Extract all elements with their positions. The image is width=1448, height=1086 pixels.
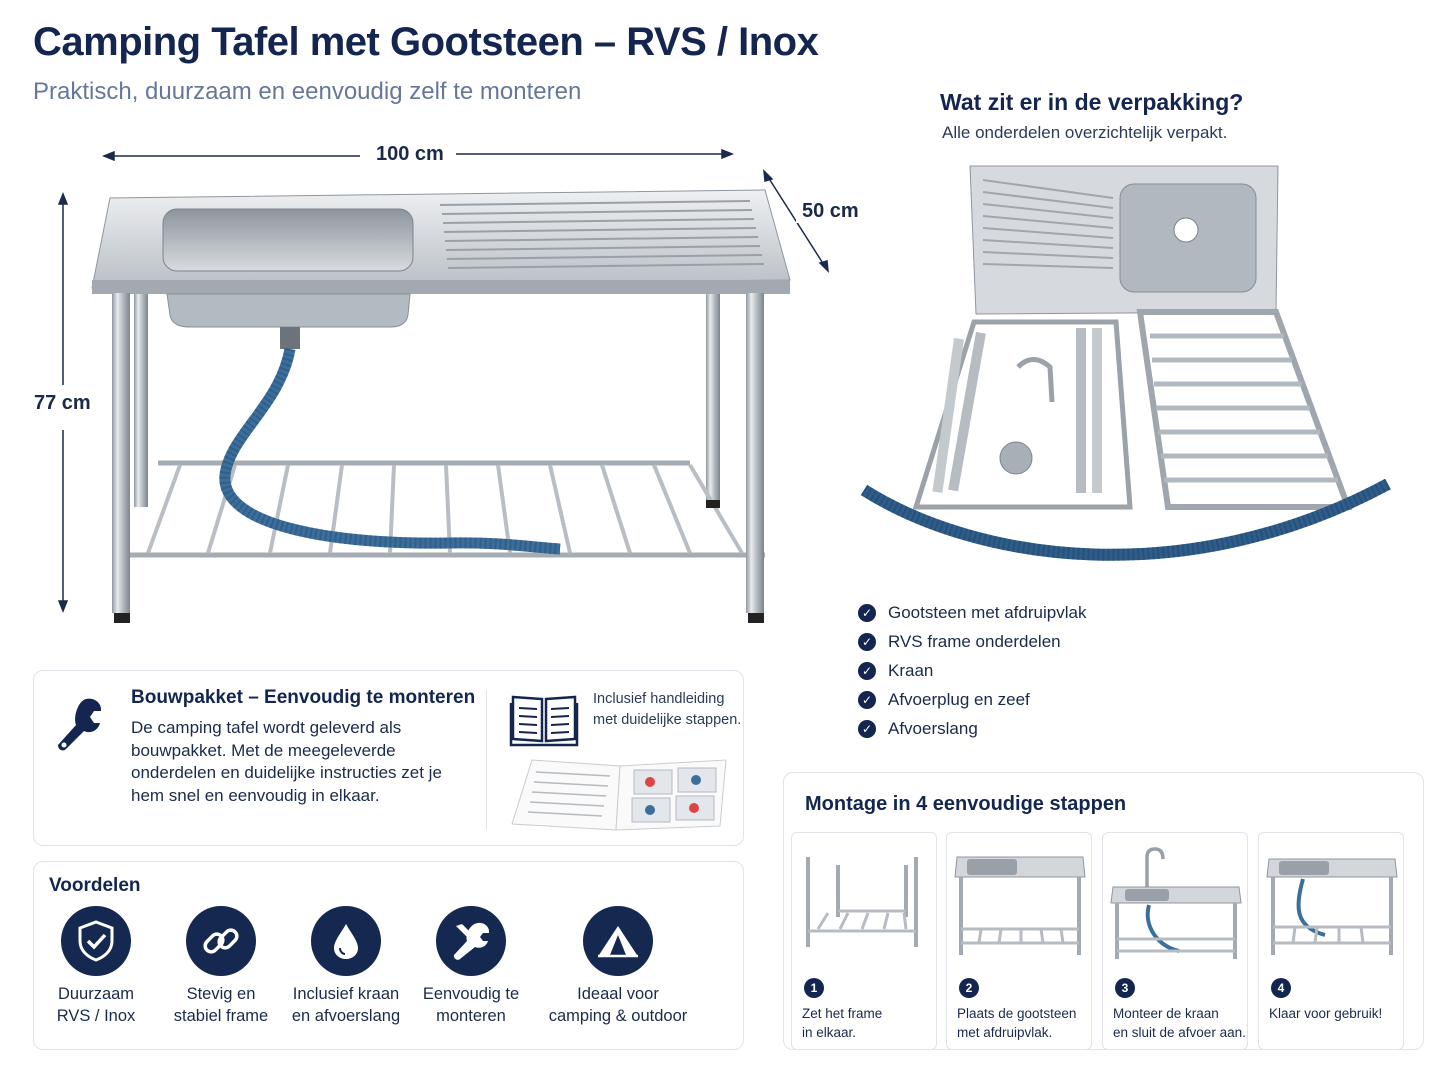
package-subtitle: Alle onderdelen overzichtelijk verpakt. — [942, 123, 1228, 142]
width-label: 100 cm — [370, 143, 450, 166]
sink-table-illustration — [57, 148, 829, 623]
list-item: ✓RVS frame onderdelen — [858, 627, 1086, 656]
check-icon: ✓ — [858, 661, 876, 680]
divider — [486, 690, 487, 830]
kit-title: Bouwpakket – Eenvoudig te monteren — [131, 687, 476, 708]
chain-link-icon — [186, 906, 256, 976]
package-checklist: ✓Gootsteen met afdruipvlak ✓RVS frame on… — [858, 598, 1086, 743]
check-icon: ✓ — [858, 632, 876, 651]
page-subtitle: Praktisch, duurzaam en eenvoudig zelf te… — [33, 78, 582, 105]
package-contents-illustration — [860, 165, 1391, 561]
list-item: ✓Kraan — [858, 656, 1086, 685]
tent-icon — [583, 906, 653, 976]
check-icon: ✓ — [858, 690, 876, 709]
open-book-icon — [509, 695, 579, 747]
faucet-installed-image — [1110, 847, 1242, 959]
height-label: 77 cm — [28, 392, 97, 415]
check-icon: ✓ — [858, 603, 876, 622]
steps-title: Montage in 4 eenvoudige stappen — [805, 793, 1127, 815]
manual-booklet-image — [511, 759, 727, 831]
water-drop-icon — [311, 906, 381, 976]
step-card-4: 4 Klaar voor gebruik! — [1258, 832, 1404, 1050]
step-number: 3 — [1115, 978, 1135, 998]
step-number: 1 — [804, 978, 824, 998]
step-number: 4 — [1271, 978, 1291, 998]
tools-icon — [436, 906, 506, 976]
advantages-title: Voordelen — [49, 875, 141, 896]
depth-label: 50 cm — [796, 200, 865, 223]
wrench-icon — [58, 698, 102, 751]
list-item: ✓Gootsteen met afdruipvlak — [858, 598, 1086, 627]
page-title: Camping Tafel met Gootsteen – RVS / Inox — [33, 20, 819, 64]
package-title: Wat zit er in de verpakking? — [940, 89, 1244, 115]
finished-table-image — [1266, 858, 1398, 955]
step-number: 2 — [959, 978, 979, 998]
frame-assembly-image — [806, 857, 918, 947]
kit-description: De camping tafel wordt geleverd als bouw… — [131, 718, 442, 805]
shield-check-icon — [61, 906, 131, 976]
check-icon: ✓ — [858, 719, 876, 738]
list-item: ✓Afvoerplug en zeef — [858, 685, 1086, 714]
list-item: ✓Afvoerslang — [858, 714, 1086, 743]
manual-text: Inclusief handleiding met duidelijke sta… — [593, 691, 742, 728]
sink-placed-image — [954, 856, 1086, 955]
